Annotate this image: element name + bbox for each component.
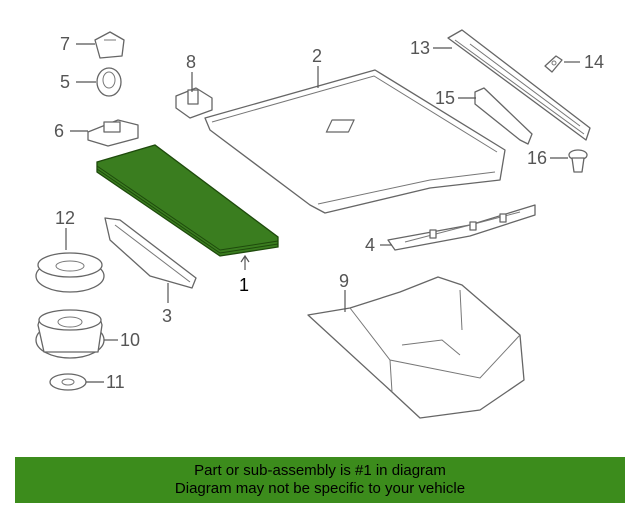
info-banner: Part or sub-assembly is #1 in diagram Di… bbox=[15, 457, 625, 503]
parts-diagram: 1 2 3 4 5 6 7 8 9 10 11 12 13 14 15 16 bbox=[35, 29, 604, 419]
part-7-cap bbox=[94, 31, 125, 59]
part-10-tray bbox=[35, 309, 105, 359]
callout-1: 1 bbox=[239, 275, 249, 295]
part-8-hook bbox=[175, 87, 213, 119]
banner-line-2: Diagram may not be specific to your vehi… bbox=[174, 480, 466, 497]
callout-3: 3 bbox=[162, 306, 172, 326]
part-4-bracket bbox=[387, 204, 536, 251]
callout-7: 7 bbox=[60, 34, 70, 54]
callout-4: 4 bbox=[365, 235, 375, 255]
callout-11: 11 bbox=[106, 372, 125, 392]
part-3-side-rail bbox=[104, 217, 197, 289]
part-5-clip bbox=[96, 67, 122, 97]
callout-6: 6 bbox=[54, 121, 64, 141]
callout-15: 15 bbox=[435, 88, 455, 108]
part-9-storage-tub bbox=[307, 276, 525, 419]
part-15-strip bbox=[474, 87, 533, 145]
callout-9: 9 bbox=[339, 271, 349, 291]
leader-lines bbox=[65, 43, 580, 383]
callout-2: 2 bbox=[312, 46, 322, 66]
part-6-mount bbox=[87, 119, 139, 147]
part-2-cargo-cover bbox=[204, 69, 506, 214]
callout-12: 12 bbox=[55, 208, 75, 228]
part-11-washer bbox=[49, 373, 87, 391]
part-1-floor-panel bbox=[96, 144, 279, 257]
callout-14: 14 bbox=[584, 52, 604, 72]
part-12-tray bbox=[35, 252, 105, 293]
part-13-trim bbox=[447, 29, 591, 141]
callout-16: 16 bbox=[527, 148, 547, 168]
callout-5: 5 bbox=[60, 72, 70, 92]
callout-13: 13 bbox=[410, 38, 430, 58]
banner-line-1: Part or sub-assembly is #1 in diagram bbox=[194, 462, 446, 479]
callout-8: 8 bbox=[186, 52, 196, 72]
part-16-fastener bbox=[568, 149, 588, 173]
part-14-grommet bbox=[544, 55, 563, 73]
callout-10: 10 bbox=[120, 330, 140, 350]
